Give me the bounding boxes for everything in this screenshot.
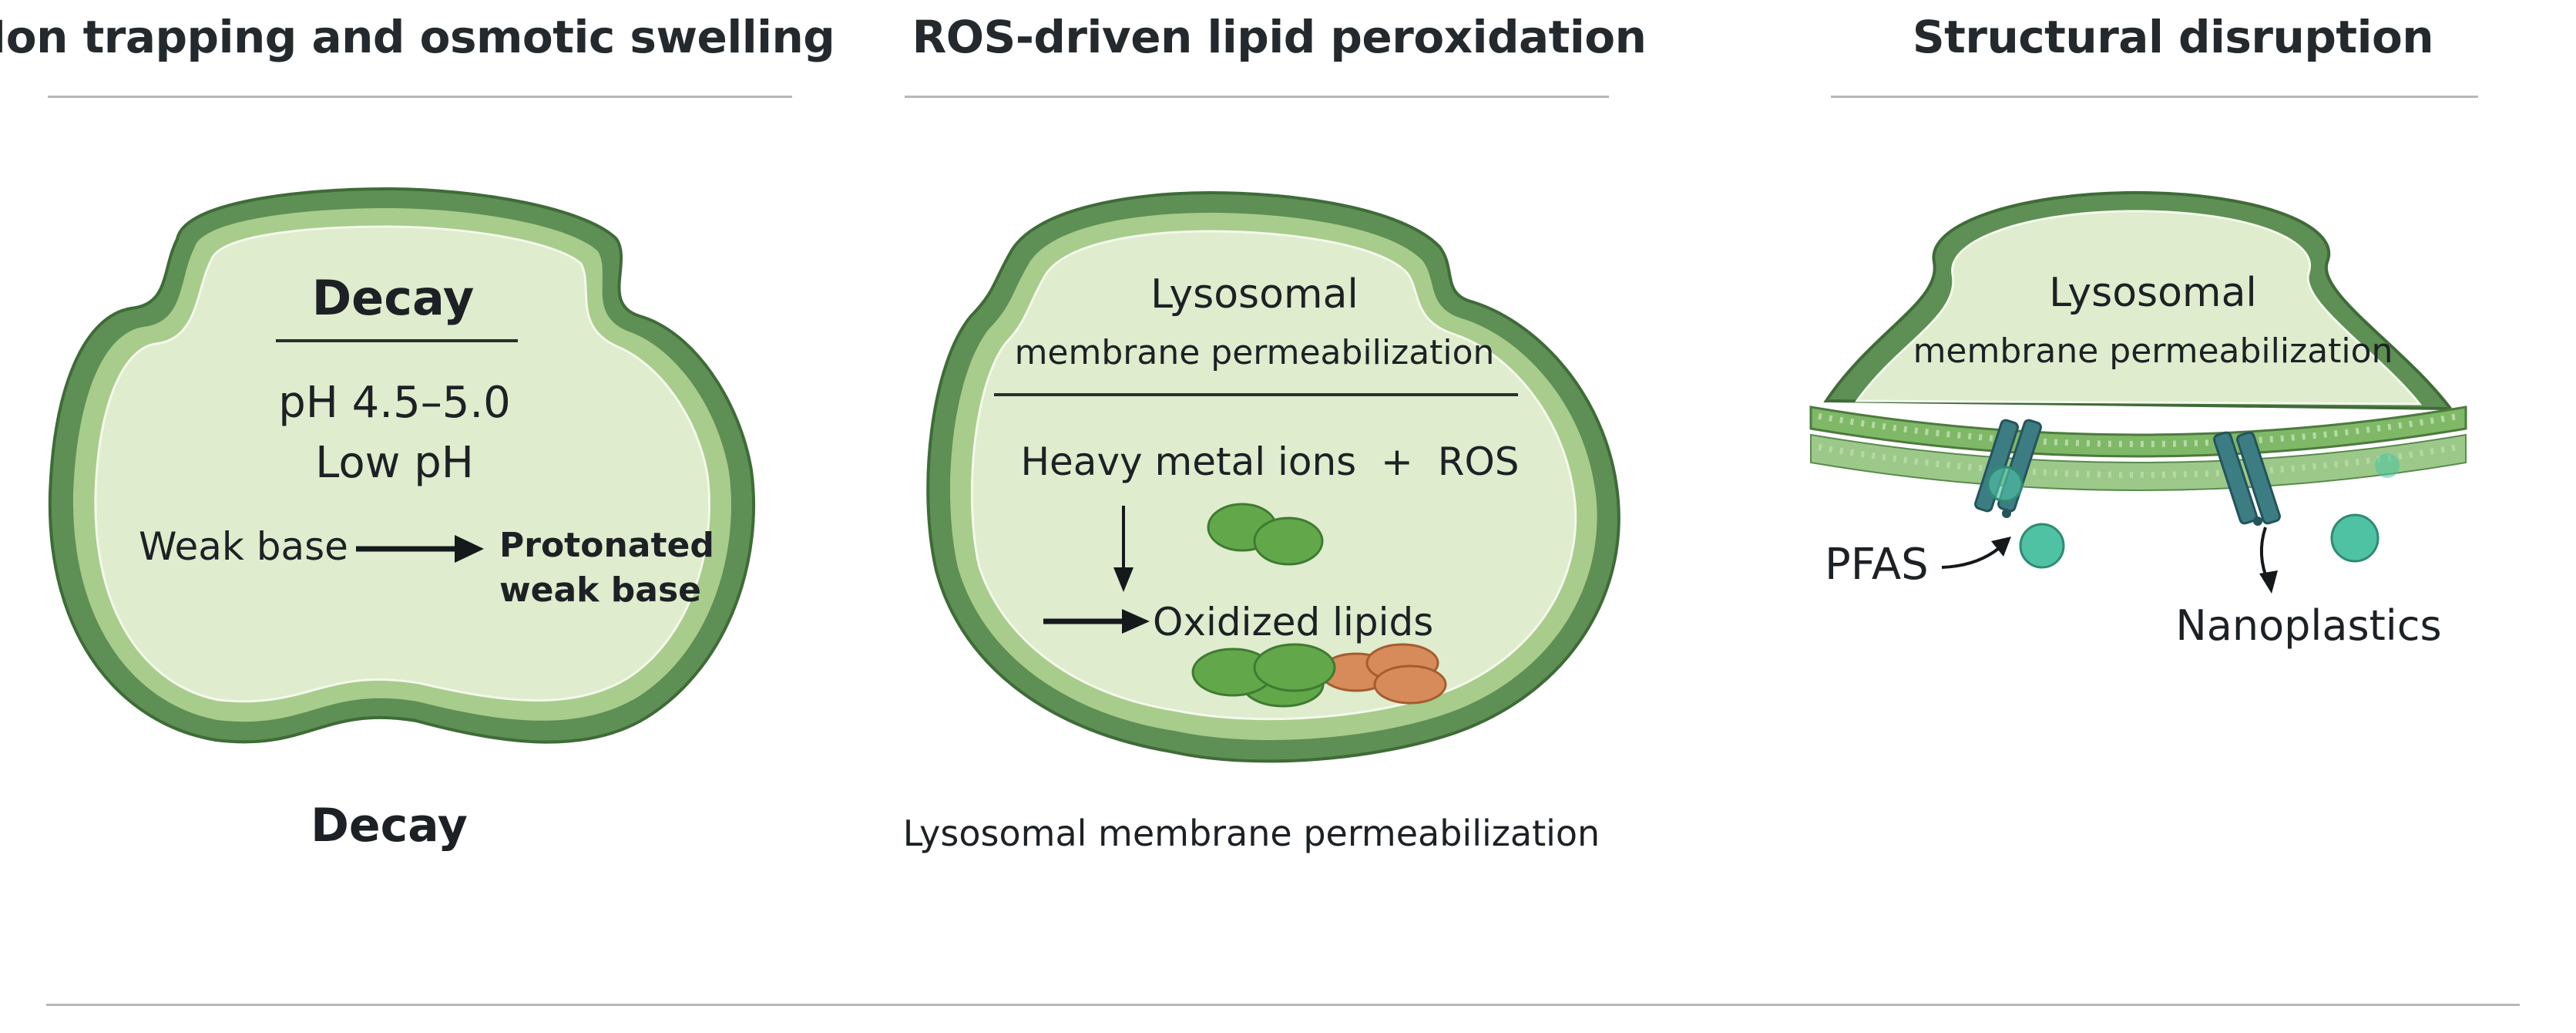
ph-range-label: pH 4.5–5.0 bbox=[278, 378, 511, 428]
weak-base-label: Weak base bbox=[139, 524, 348, 569]
panel-title: Ion trapping and osmotic swelling bbox=[0, 11, 835, 63]
pfas-label: PFAS bbox=[1825, 540, 1929, 590]
ros-molecules-icon bbox=[1207, 503, 1324, 566]
lysosome-diagram bbox=[926, 190, 1620, 763]
panel-caption: Lysosomal membrane permeabilization bbox=[902, 813, 1600, 854]
lysosome-heading-1: Lysosomal bbox=[1150, 271, 1359, 318]
panel-title: Structural disruption bbox=[1912, 11, 2434, 63]
arrow-right-icon bbox=[356, 535, 484, 563]
title-divider bbox=[1831, 96, 2478, 98]
pfas-particle bbox=[2019, 523, 2065, 569]
panel-ion-trapping: Ion trapping and osmotic swelling Decay … bbox=[0, 0, 848, 1033]
title-divider bbox=[48, 96, 792, 98]
lysosome-lumen bbox=[970, 230, 1577, 721]
protonated-label-1: Protonated bbox=[499, 526, 714, 565]
ph-descriptor: Low pH bbox=[315, 438, 474, 488]
lysosome-heading: Decay bbox=[311, 270, 475, 326]
lipid-bilayer bbox=[1809, 405, 2467, 491]
lysosome-heading-2: membrane permeabilization bbox=[1014, 333, 1495, 372]
lysosome-diagram bbox=[48, 187, 755, 744]
lysosome-heading-2: membrane permeabilization bbox=[1913, 331, 2393, 371]
lysosome-lumen bbox=[94, 225, 710, 703]
panel-ros-peroxidation: ROS-driven lipid peroxidation Lysosomal … bbox=[848, 0, 1695, 1033]
pfas-particle-membrane bbox=[1987, 466, 2024, 503]
nanoplastic-particle bbox=[2330, 513, 2380, 563]
panel-caption: Decay bbox=[311, 799, 468, 853]
title-divider bbox=[905, 96, 1609, 98]
nanoplastic-channel-icon bbox=[2213, 431, 2281, 526]
reactants-label: Heavy metal ions + ROS bbox=[1020, 439, 1520, 484]
nanoplastics-label: Nanoplastics bbox=[2175, 601, 2442, 650]
oxidized-lipids-label: Oxidized lipids bbox=[1153, 600, 1434, 644]
arrow-down-icon bbox=[1113, 506, 1134, 592]
bottom-divider bbox=[46, 1004, 2520, 1006]
protonated-label-2: weak base bbox=[499, 570, 701, 610]
oxidized-lipids-icon bbox=[1191, 643, 1447, 708]
lysosome-membrane-diagram bbox=[1809, 190, 2467, 594]
nanoplastics-arrow-icon bbox=[2259, 527, 2278, 594]
lysosome-heading-1: Lysosomal bbox=[2049, 270, 2257, 316]
panel-title: ROS-driven lipid peroxidation bbox=[912, 11, 1647, 63]
lysosome-lumen bbox=[1855, 210, 2423, 405]
nanoplastic-particle-membrane bbox=[2375, 453, 2400, 478]
panel-structural-disruption: Structural disruption bbox=[1695, 0, 2576, 1033]
arrow-right-icon bbox=[1043, 609, 1150, 634]
pfas-arrow-icon bbox=[1941, 537, 2011, 569]
